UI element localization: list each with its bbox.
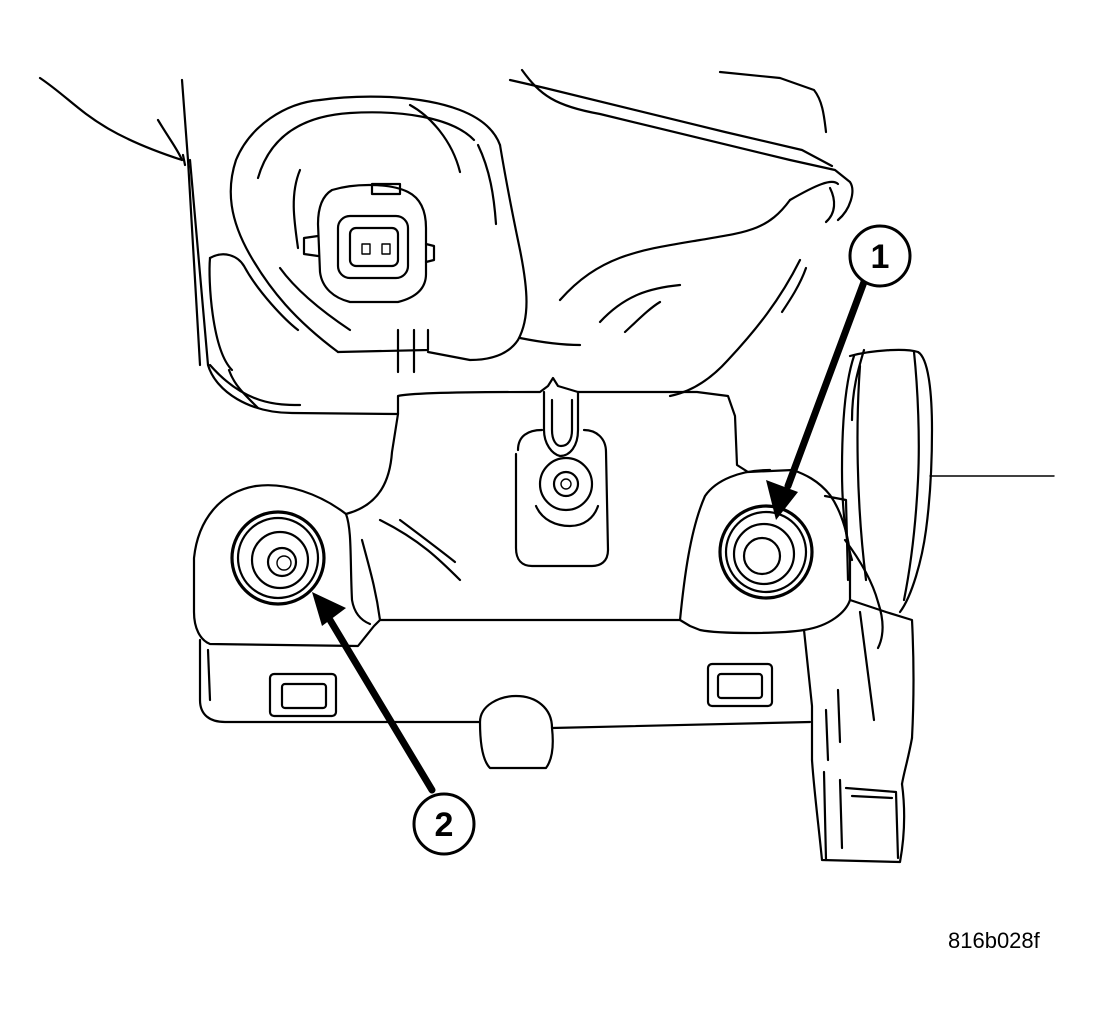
callout-circle [848, 224, 912, 288]
round-sensor-body [840, 348, 934, 614]
bolt-1 [718, 504, 814, 600]
callout-circle [412, 792, 476, 856]
callout-1-arrow [766, 278, 868, 520]
callout-2-arrow [312, 592, 436, 794]
callout-1: 1 [848, 224, 912, 288]
bolt-2 [230, 510, 326, 606]
callout-2: 2 [412, 792, 476, 856]
mounting-bracket [192, 412, 915, 864]
upper-housing [188, 95, 840, 474]
background-engine-lines [38, 68, 1055, 477]
callout-number-2: 2 [435, 806, 454, 844]
figure-code-label: 816b028f [948, 928, 1040, 953]
electrical-connector [292, 168, 436, 374]
callout-number-1: 1 [871, 238, 890, 276]
center-slot-bracket [514, 390, 610, 568]
rectangular-slots [268, 662, 774, 718]
